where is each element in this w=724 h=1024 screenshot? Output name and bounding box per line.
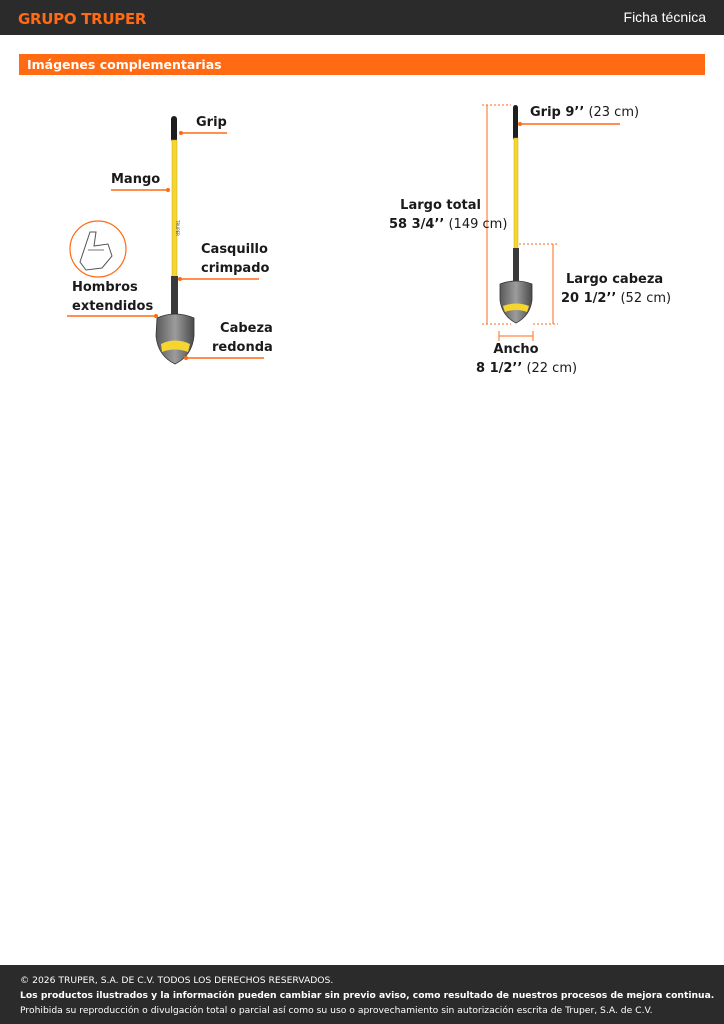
label-mango: Mango: [111, 172, 161, 187]
section-header: Imágenes complementarias: [19, 54, 705, 75]
socket-part: [171, 276, 178, 316]
label-largo-cabeza: Largo cabeza 20 1/2’’ (52 cm): [561, 272, 672, 306]
label-largo-total: Largo total 58 3/4’’ (149 cm): [389, 198, 508, 232]
label-casquillo-crimpado: Casquillo crimpado: [201, 242, 270, 276]
handle-brand: TRUPER: [175, 219, 180, 236]
footer-prohibition: Prohibida su reproducción o divulgación …: [20, 1005, 653, 1016]
footer: © 2026 TRUPER, S.A. DE C.V. TODOS LOS DE…: [0, 965, 724, 1024]
truper-logo: GRUPO TRUPER: [18, 10, 147, 28]
right-dimensions: [482, 104, 558, 341]
handle-part: [171, 139, 178, 279]
label-hombros-extendidos: Hombros extendidos: [72, 280, 154, 314]
label-ancho: Ancho 8 1/2’’ (22 cm): [476, 342, 578, 376]
grip-part: [171, 116, 177, 142]
shovel-left: TRUPER: [155, 116, 195, 365]
section-title: Imágenes complementarias: [27, 57, 222, 72]
label-cabeza-redonda: Cabeza redonda: [212, 321, 273, 355]
blade-part: [155, 313, 195, 365]
left-callouts: [67, 132, 264, 359]
top-bar: GRUPO TRUPER Ficha técnica: [0, 0, 724, 35]
label-grip: Grip: [196, 115, 227, 130]
document-type-title: Ficha técnica: [623, 9, 706, 25]
shovel-illustrations: TRUPER: [67, 104, 620, 365]
blade-decal: [161, 340, 190, 352]
footer-disclaimer: Los productos ilustrados y la informació…: [20, 990, 715, 1001]
shoulder-detail-inset: [69, 220, 127, 278]
label-grip-length: Grip 9’’ (23 cm): [530, 105, 640, 120]
shovel-right: [499, 105, 533, 324]
footer-copyright: © 2026 TRUPER, S.A. DE C.V. TODOS LOS DE…: [20, 975, 334, 986]
